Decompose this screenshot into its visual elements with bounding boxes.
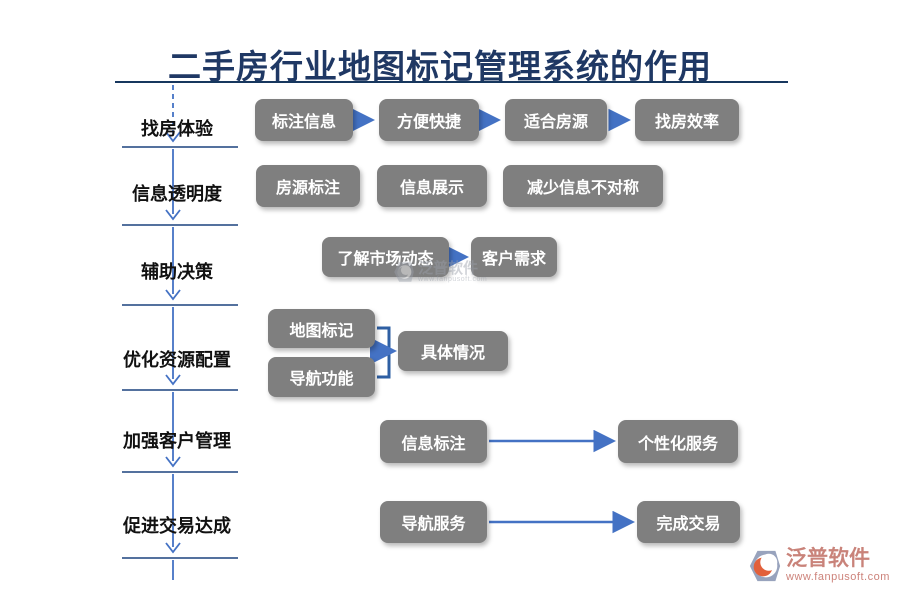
flow-box-listing-annotation: 房源标注 <box>256 165 360 207</box>
flow-box-complete-transaction: 完成交易 <box>637 501 740 543</box>
fanpu-logo-icon <box>394 262 414 282</box>
stage-label-house-search-experience: 找房体验 <box>141 119 213 139</box>
flow-box-specific-situation: 具体情况 <box>398 331 508 371</box>
logo-brand-text: 泛普软件 <box>786 547 870 570</box>
flow-box-market-dynamics: 了解市场动态 <box>322 237 449 277</box>
down-arrow-icon <box>165 289 181 301</box>
flow-box-info-annotation: 信息标注 <box>380 420 487 463</box>
down-arrow-icon <box>165 374 181 386</box>
page-title: 二手房行业地图标记管理系统的作用 <box>168 48 712 85</box>
flow-box-suitable-listing: 适合房源 <box>505 99 607 141</box>
stage-label-customer-management: 加强客户管理 <box>123 431 231 451</box>
watermark-center: 泛普软件 www.fanpusoft.com <box>393 261 503 283</box>
watermark-url: www.fanpusoft.com <box>418 275 488 283</box>
stage-label-resource-optimization: 优化资源配置 <box>123 350 231 370</box>
flow-box-convenient-fast: 方便快捷 <box>379 99 479 141</box>
flow-box-reduce-asymmetry: 减少信息不对称 <box>503 165 663 207</box>
down-arrow-icon <box>165 209 181 221</box>
stage-label-information-transparency: 信息透明度 <box>132 184 222 204</box>
fanpu-logo: 泛普软件 www.fanpusoft.com <box>748 548 890 584</box>
stage-label-transaction-completion: 促进交易达成 <box>123 516 231 536</box>
logo-url-text: www.fanpusoft.com <box>786 571 890 583</box>
flow-box-personalized-service: 个性化服务 <box>618 420 738 463</box>
down-arrow-icon <box>165 456 181 468</box>
down-arrow-icon <box>165 542 181 554</box>
flow-box-annotate-info: 标注信息 <box>255 99 353 141</box>
flow-box-navigation-func: 导航功能 <box>268 357 375 397</box>
fanpu-logo-icon <box>749 550 781 582</box>
watermark-brand: 泛普软件 <box>418 259 479 277</box>
merge-bracket <box>377 326 391 379</box>
stage-label-decision-support: 辅助决策 <box>141 262 213 282</box>
flow-box-search-efficiency: 找房效率 <box>635 99 739 141</box>
flow-box-map-marking: 地图标记 <box>268 309 375 348</box>
flow-box-info-display: 信息展示 <box>377 165 487 207</box>
flow-box-navigation-service: 导航服务 <box>380 501 487 543</box>
flow-box-customer-needs: 客户需求 <box>471 237 557 277</box>
